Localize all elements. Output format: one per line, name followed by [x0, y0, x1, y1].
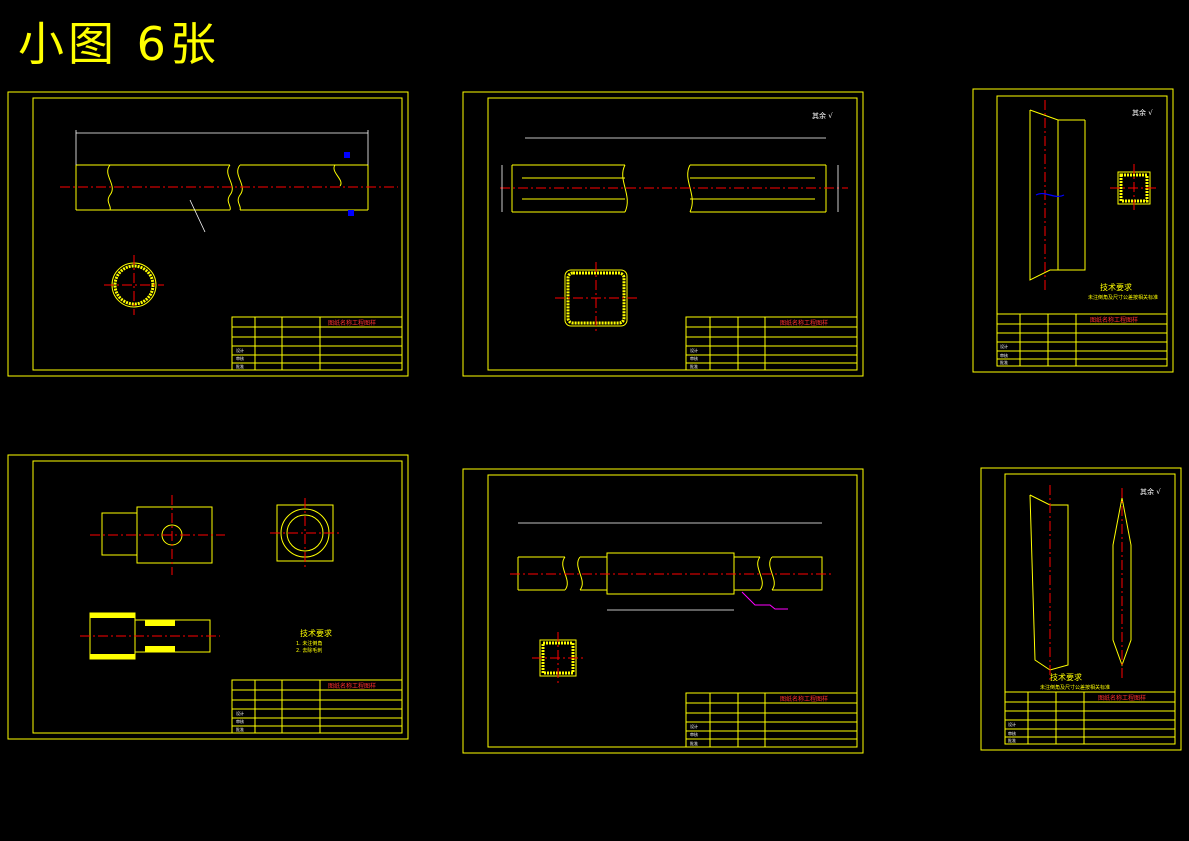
svg-text:批准: 批准 — [1000, 359, 1008, 365]
svg-text:批准: 批准 — [236, 363, 244, 369]
drawing-sheet-4[interactable]: 技术要求 1. 未注倒角 2. 去除毛刺 图纸名称工程图样 设计 审核 批准 — [7, 454, 409, 740]
svg-text:未注倒角及尺寸公差按相关标准: 未注倒角及尺寸公差按相关标准 — [1088, 294, 1158, 301]
svg-text:批准: 批准 — [1008, 737, 1016, 743]
titleblock-5-title: 图纸名称工程图样 — [780, 695, 828, 703]
drawing-sheet-6[interactable]: 其余 √ 技术要求 未注倒角及尺寸公差按相关标准 图纸名称工程图样 设计 审核 … — [980, 467, 1182, 751]
notes-heading-4: 技术要求 — [300, 628, 332, 638]
svg-text:审核: 审核 — [1000, 352, 1008, 358]
surface-mark-3: 其余 √ — [1132, 108, 1153, 117]
drawing-sheet-3[interactable]: 其余 √ 技术要求 未注倒角及尺寸公差按相关标准 图纸名称工程图样 设计 审核 … — [972, 88, 1174, 373]
surface-mark-2: 其余 √ — [812, 111, 833, 120]
svg-text:设计: 设计 — [1000, 343, 1008, 349]
svg-text:未注倒角及尺寸公差按相关标准: 未注倒角及尺寸公差按相关标准 — [1040, 684, 1110, 691]
titleblock-4: 图纸名称工程图样 设计 审核 批准 — [231, 679, 403, 734]
drawing-sheet-2[interactable]: 其余 √ 图纸名称工程图样 设计 审核 批准 — [462, 91, 864, 377]
svg-text:批准: 批准 — [690, 363, 698, 369]
titleblock-6-title: 图纸名称工程图样 — [1098, 694, 1146, 702]
page-title: 小图 6张 — [18, 17, 220, 71]
titleblock-2: 图纸名称工程图样 设计 审核 批准 — [685, 316, 858, 371]
titleblock-5: 图纸名称工程图样 设计 审核 批准 — [685, 692, 858, 748]
drawing-sheet-5[interactable]: 图纸名称工程图样 设计 审核 批准 — [462, 468, 864, 754]
titleblock-4-title: 图纸名称工程图样 — [328, 682, 376, 690]
svg-text:批准: 批准 — [236, 726, 244, 732]
svg-text:审核: 审核 — [236, 355, 244, 361]
titleblock-3: 图纸名称工程图样 设计 审核 批准 — [996, 313, 1168, 367]
titleblock-6: 图纸名称工程图样 设计 审核 批准 — [1004, 691, 1176, 745]
drawing-sheet-1[interactable]: 图纸名称工程图样 设计 审核 批准 — [7, 91, 409, 377]
notes-heading-3: 技术要求 — [1100, 282, 1132, 292]
svg-text:设计: 设计 — [236, 710, 244, 716]
svg-text:设计: 设计 — [236, 347, 244, 353]
svg-text:审核: 审核 — [1008, 730, 1016, 736]
svg-text:设计: 设计 — [690, 347, 698, 353]
surface-mark-6: 其余 √ — [1140, 487, 1161, 496]
svg-text:批准: 批准 — [690, 740, 698, 746]
titleblock-2-title: 图纸名称工程图样 — [780, 319, 828, 327]
titleblock-1-title: 图纸名称工程图样 — [328, 319, 376, 327]
svg-text:设计: 设计 — [690, 723, 698, 729]
svg-text:审核: 审核 — [236, 718, 244, 724]
svg-text:1. 未注倒角: 1. 未注倒角 — [296, 640, 322, 647]
titleblock-1: 图纸名称工程图样 设计 审核 批准 — [231, 316, 403, 371]
svg-text:设计: 设计 — [1008, 721, 1016, 727]
svg-text:2. 去除毛刺: 2. 去除毛刺 — [296, 647, 322, 654]
svg-text:审核: 审核 — [690, 355, 698, 361]
svg-text:审核: 审核 — [690, 731, 698, 737]
titleblock-3-title: 图纸名称工程图样 — [1090, 316, 1138, 324]
notes-heading-6: 技术要求 — [1050, 672, 1082, 682]
